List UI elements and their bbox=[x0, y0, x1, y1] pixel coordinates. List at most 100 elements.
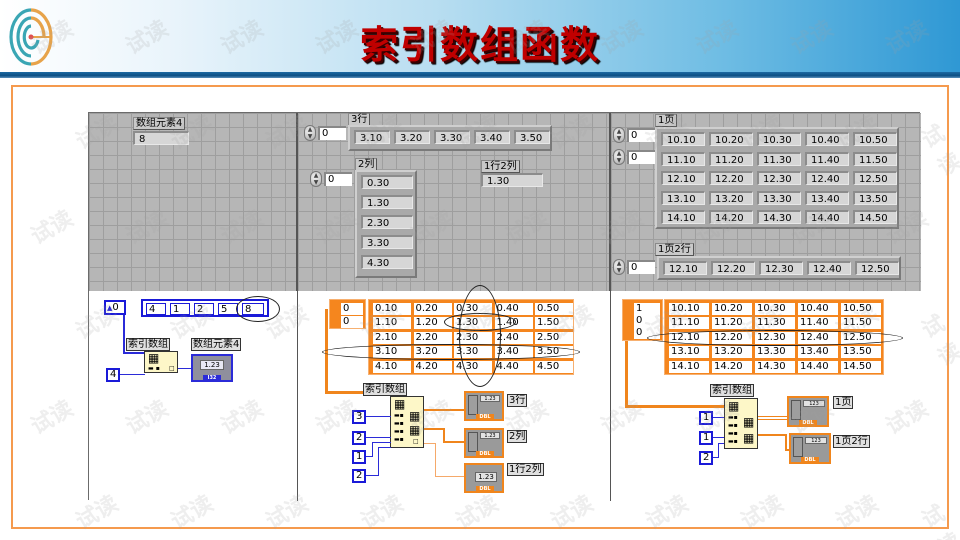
output-label: 1页 bbox=[833, 396, 854, 409]
matrix-element: 12.50 bbox=[853, 171, 897, 185]
matrix-element[interactable]: 0.40 bbox=[494, 303, 533, 315]
matrix-element[interactable]: 1.50 bbox=[535, 317, 573, 330]
wire bbox=[625, 405, 743, 408]
index-constant[interactable]: 1 bbox=[699, 431, 713, 445]
spinner-icon[interactable]: ▲▼ bbox=[613, 127, 625, 143]
page-indicator-terminal[interactable]: 123 DBL bbox=[787, 396, 829, 427]
spinner-icon[interactable]: ▲▼ bbox=[613, 149, 625, 165]
matrix-element[interactable]: 11.40 bbox=[798, 317, 838, 330]
matrix-element[interactable]: 13.20 bbox=[712, 346, 752, 359]
matrix-element: 14.50 bbox=[853, 210, 897, 224]
array-element: 0.30 bbox=[361, 175, 413, 189]
array-element: 12.20 bbox=[711, 261, 755, 275]
matrix-element: 14.30 bbox=[757, 210, 801, 224]
matrix-element: 12.10 bbox=[661, 171, 705, 185]
matrix-element[interactable]: 4.10 bbox=[373, 360, 411, 373]
array-element: 12.10 bbox=[663, 261, 707, 275]
matrix-element[interactable]: 11.20 bbox=[712, 317, 752, 330]
matrix-element[interactable]: 10.30 bbox=[755, 303, 795, 315]
matrix-element: 14.40 bbox=[805, 210, 849, 224]
wire bbox=[366, 416, 391, 417]
array-element[interactable]: 5 bbox=[218, 303, 238, 315]
indicator-label: 数组元素4 bbox=[191, 338, 242, 351]
array-element[interactable]: 1 bbox=[170, 303, 190, 315]
page-title: 索引数组函数 bbox=[359, 23, 600, 67]
numeric-indicator-terminal[interactable]: 1.23 I32 bbox=[191, 354, 233, 382]
matrix-element[interactable]: 14.10 bbox=[669, 360, 709, 373]
index-array-node[interactable]: ▦ ▬ ▪ □ bbox=[144, 351, 178, 373]
wire bbox=[713, 457, 719, 458]
spinner-icon[interactable]: ▲▼ bbox=[310, 171, 322, 187]
element-indicator-terminal[interactable]: 1.23 DBL bbox=[464, 463, 504, 493]
matrix-element[interactable]: 13.50 bbox=[841, 346, 881, 359]
matrix-element[interactable]: 13.10 bbox=[669, 346, 709, 359]
matrix-element[interactable]: 0.50 bbox=[535, 303, 573, 315]
index-array-node[interactable]: ▦ ▬▪ ▬▪ ▬▪ ▬▪ ▦ ▦ □ bbox=[390, 396, 424, 448]
matrix-element[interactable]: 14.50 bbox=[841, 360, 881, 373]
matrix-element[interactable]: 2.10 bbox=[373, 331, 411, 344]
matrix-element[interactable]: 10.50 bbox=[841, 303, 881, 315]
matrix-element[interactable]: 4.50 bbox=[535, 360, 573, 373]
matrix-element[interactable]: 4.20 bbox=[413, 360, 452, 373]
matrix-element[interactable]: 1.20 bbox=[413, 317, 452, 330]
matrix-element[interactable]: 13.40 bbox=[798, 346, 838, 359]
array-output-icon: ▦ bbox=[409, 409, 421, 423]
array-element[interactable]: 4 bbox=[146, 303, 166, 315]
array-element: 2.30 bbox=[361, 215, 413, 229]
matrix-element: 11.10 bbox=[661, 151, 705, 166]
spinner-icon[interactable]: ▲▼ bbox=[304, 125, 316, 141]
matrix-element[interactable]: 14.30 bbox=[755, 360, 795, 373]
matrix-index-display: 0 0 bbox=[329, 299, 366, 329]
array-element[interactable]: 2 bbox=[194, 303, 214, 315]
matrix-element[interactable]: 2.20 bbox=[413, 331, 452, 344]
matrix-element: 10.20 bbox=[709, 132, 753, 146]
matrix-element[interactable]: 2.40 bbox=[494, 331, 533, 344]
labview-vi-area: 数组元素4 8 ▲▼ 0 3行 3.10 3.20 3.30 3.40 3.50… bbox=[88, 112, 921, 501]
matrix-element[interactable]: 0.20 bbox=[413, 303, 452, 315]
matrix-element[interactable]: 11.50 bbox=[841, 317, 881, 330]
wire bbox=[366, 456, 372, 457]
array-frame-icon bbox=[468, 395, 478, 415]
wire bbox=[123, 352, 149, 354]
array-element: 3.50 bbox=[514, 130, 550, 144]
spinner-icon[interactable]: ▲▼ bbox=[613, 259, 625, 275]
wire bbox=[123, 315, 125, 353]
wire bbox=[758, 434, 786, 436]
matrix-element[interactable]: 10.10 bbox=[669, 303, 709, 315]
wire bbox=[443, 428, 445, 442]
wire bbox=[178, 368, 193, 369]
index-constant[interactable]: 2 bbox=[352, 469, 366, 483]
matrix-element[interactable]: 14.20 bbox=[712, 360, 752, 373]
index-array-node[interactable]: ▦ ▬▪ ▬▪ ▬▪ ▬▪ ▦ ▦ bbox=[724, 398, 758, 449]
matrix-element[interactable]: 14.40 bbox=[798, 360, 838, 373]
index-constant[interactable]: 2 bbox=[352, 431, 366, 445]
array-frame-icon bbox=[468, 432, 478, 452]
index-constant[interactable]: 4 bbox=[106, 368, 120, 382]
matrix-element: 14.10 bbox=[661, 210, 705, 224]
matrix-element[interactable]: 13.30 bbox=[755, 346, 795, 359]
index-constant[interactable]: 3 bbox=[352, 410, 366, 424]
index-constant[interactable]: 1 bbox=[699, 411, 713, 425]
slide-header: 索引数组函数 bbox=[0, 0, 960, 74]
matrix-element[interactable]: 2.50 bbox=[535, 331, 573, 344]
matrix-element[interactable]: 11.10 bbox=[669, 317, 709, 330]
matrix-element: 13.40 bbox=[805, 190, 849, 205]
matrix-element: 14.20 bbox=[709, 210, 753, 224]
matrix-element[interactable]: 1.10 bbox=[373, 317, 411, 330]
matrix-element[interactable]: 4.40 bbox=[494, 360, 533, 373]
wire bbox=[378, 447, 391, 448]
page-row-indicator-terminal[interactable]: 123 DBL bbox=[789, 433, 831, 464]
matrix-element[interactable]: 10.20 bbox=[712, 303, 752, 315]
matrix-element[interactable]: 10.40 bbox=[798, 303, 838, 315]
matrix-element[interactable]: 0.10 bbox=[373, 303, 411, 315]
array-element: 1.30 bbox=[361, 195, 413, 209]
col-array-indicator-terminal[interactable]: 1.23 DBL bbox=[464, 428, 504, 458]
index-constant[interactable]: 1 bbox=[352, 450, 366, 464]
row-array-indicator-terminal[interactable]: 1.23 DBL bbox=[464, 391, 504, 421]
matrix-element: 12.20 bbox=[709, 171, 753, 185]
matrix-element[interactable]: 11.30 bbox=[755, 317, 795, 330]
index-constant[interactable]: 2 bbox=[699, 451, 713, 465]
